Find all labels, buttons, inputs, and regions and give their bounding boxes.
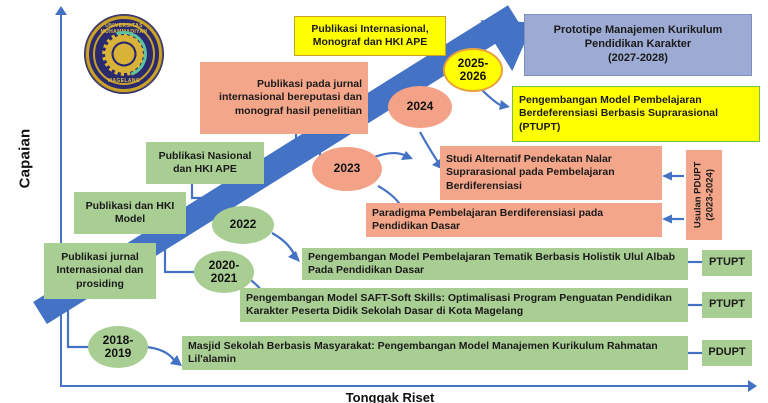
milestone-2018-2019-line1: 2018-: [102, 332, 134, 347]
outcome-3-label: Publikasi Nasional dan HKI APE: [158, 149, 252, 175]
milestone-2020-2021[interactable]: 2020- 2021: [194, 251, 254, 293]
milestone-2020-2021-line2: 2021: [210, 271, 238, 285]
activity-pengembangan-model-saft-soft-skills[interactable]: Pengembangan Model SAFT-Soft Skills: Opt…: [240, 288, 688, 322]
milestone-2023-label: 2023: [333, 161, 361, 176]
activity-3-label: Pengembangan Model Pembelajaran Tematik …: [308, 250, 676, 276]
scheme-pdupt-label: PDUPT: [708, 346, 746, 359]
scheme-ptupt-b-label: PTUPT: [708, 298, 746, 311]
outcome-publikasi-nasional-hki-ape[interactable]: Publikasi Nasional dan HKI APE: [146, 142, 264, 184]
goal-line-2: Pendidikan Karakter: [584, 38, 692, 51]
milestone-2024[interactable]: 2024: [388, 86, 452, 128]
activity-pengembangan-model-berdeferensiasi-suprarasional[interactable]: Pengembangan Model Pembelajaran Berdefer…: [512, 86, 760, 142]
usulan-pdupt-text: Usulan PDUPT (2023-2024): [692, 162, 716, 229]
activity-2-label: Pengembangan Model SAFT-Soft Skills: Opt…: [246, 291, 672, 317]
outcome-2-label: Publikasi dan HKI Model: [85, 199, 175, 225]
milestone-2025-2026[interactable]: 2025- 2026: [443, 48, 503, 92]
x-axis-label: Tonggak Riset: [345, 390, 435, 403]
activity-masjid-sekolah-berbasis-masyarakat[interactable]: Masjid Sekolah Berbasis Masyarakat: Peng…: [182, 336, 688, 370]
outcome-publikasi-internasional-monograf-hki-ape[interactable]: Publikasi Internasional, Monograf dan HK…: [294, 16, 446, 56]
goal-line-3: (2027-2028): [608, 51, 668, 64]
scheme-ptupt-a-label: PTUPT: [708, 256, 746, 269]
milestone-2018-2019[interactable]: 2018- 2019: [88, 326, 148, 368]
activity-1-label: Masjid Sekolah Berbasis Masyarakat: Peng…: [188, 339, 658, 365]
outcome-publikasi-jurnal-internasional-bereputasi[interactable]: Publikasi pada jurnal internasional bere…: [200, 62, 368, 134]
usulan-pdupt-side-label[interactable]: Usulan PDUPT (2023-2024): [686, 150, 722, 240]
scheme-badge-pdupt-masjid[interactable]: PDUPT: [702, 340, 752, 366]
outcome-5-label: Publikasi Internasional, Monograf dan HK…: [311, 22, 429, 48]
milestone-2025-2026-line2: 2026: [459, 69, 487, 83]
activity-6-label: Pengembangan Model Pembelajaran Berdefer…: [519, 94, 719, 133]
universitas-muhammadiyah-magelang-logo: UNIVERSITAS MUHAMMADIYAH MAGELANG: [84, 14, 164, 94]
outcome-4-label: Publikasi pada jurnal internasional bere…: [219, 78, 362, 117]
milestone-2023[interactable]: 2023: [312, 147, 382, 191]
outcome-publikasi-jurnal-internasional[interactable]: Publikasi jurnal Internasional dan prosi…: [44, 243, 156, 299]
outcome-publikasi-dan-hki-model[interactable]: Publikasi dan HKI Model: [74, 192, 186, 234]
milestone-2025-2026-line1: 2025-: [457, 55, 489, 70]
milestone-2024-label: 2024: [406, 99, 434, 114]
y-axis-arrowhead: [55, 6, 67, 15]
goal-prototipe-manajemen-kurikulum[interactable]: Prototipe Manajemen Kurikulum Pendidikan…: [524, 14, 752, 76]
activity-4-label: Paradigma Pembelajaran Berdiferensiasi p…: [372, 206, 604, 232]
goal-line-1: Prototipe Manajemen Kurikulum: [553, 24, 723, 37]
usulan-pdupt-line2: (2023-2024): [704, 169, 716, 221]
milestone-2020-2021-line1: 2020-: [208, 257, 240, 272]
y-axis: [60, 12, 62, 387]
usulan-pdupt-line1: Usulan PDUPT: [692, 161, 704, 229]
activity-paradigma-pembelajaran-berdiferensiasi[interactable]: Paradigma Pembelajaran Berdiferensiasi p…: [366, 203, 662, 237]
scheme-badge-ptupt-saft[interactable]: PTUPT: [702, 292, 752, 318]
scheme-badge-ptupt-tematik[interactable]: PTUPT: [702, 250, 752, 276]
milestone-2018-2019-line2: 2019: [104, 346, 132, 360]
milestone-2022-label: 2022: [229, 217, 257, 232]
logo-outer-ring: [86, 16, 162, 92]
activity-5-label: Studi Alternatif Pendekatan Nalar Suprar…: [446, 153, 615, 192]
x-axis: [60, 385, 750, 387]
activity-pengembangan-model-tematik-holistik[interactable]: Pengembangan Model Pembelajaran Tematik …: [302, 248, 688, 280]
logo-text-bottom: MAGELANG: [107, 78, 141, 84]
logo-sun-icon: [105, 35, 143, 73]
outcome-1-label: Publikasi jurnal Internasional dan prosi…: [56, 251, 144, 290]
x-axis-arrowhead: [748, 380, 757, 392]
milestone-2022[interactable]: 2022: [212, 206, 274, 244]
activity-studi-alternatif-pendekatan-nalar[interactable]: Studi Alternatif Pendekatan Nalar Suprar…: [440, 146, 662, 200]
